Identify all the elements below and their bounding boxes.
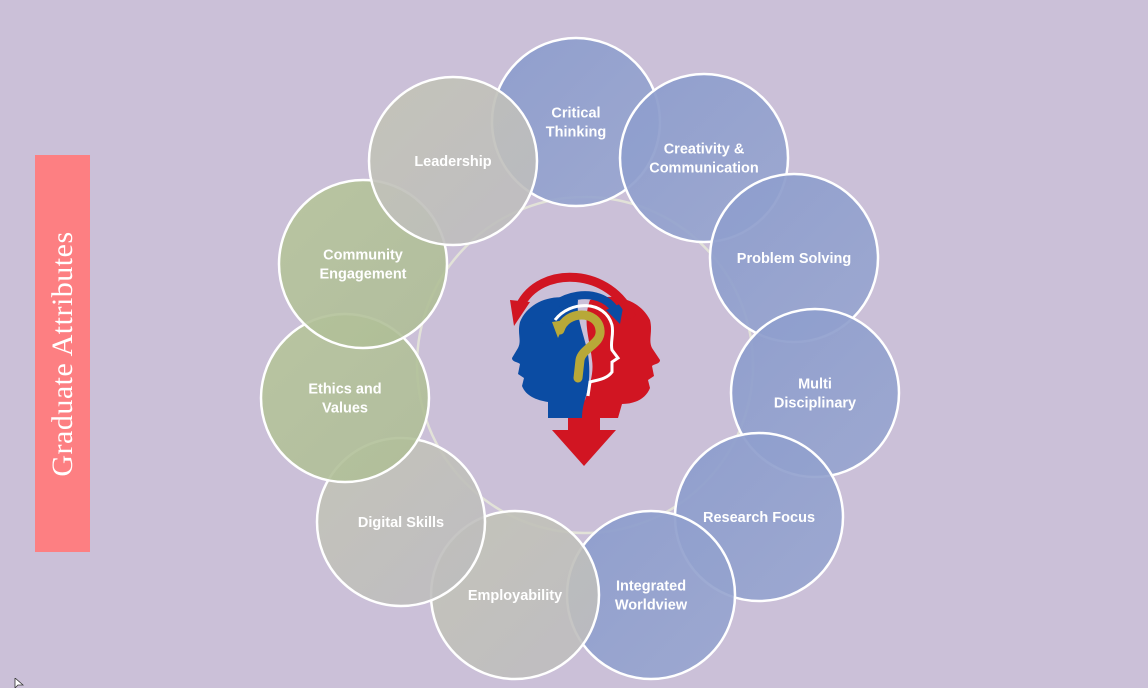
attribute-label-line: Problem Solving: [737, 251, 851, 267]
attribute-label-line: Values: [322, 401, 368, 417]
gold-swirl: [555, 310, 605, 383]
attribute-label-line: Digital Skills: [358, 515, 444, 531]
blue-arc-arrow: [536, 291, 619, 325]
attribute-label: Problem Solving: [737, 251, 851, 267]
attribute-label-line: Multi: [798, 377, 832, 393]
inner-outline: [553, 304, 621, 397]
attribute-leadership: Leadership: [367, 75, 539, 247]
red-head-shape: [552, 296, 660, 466]
attribute-label: Leadership: [414, 154, 491, 170]
attribute-label: Employability: [468, 588, 562, 604]
attribute-label-line: Leadership: [414, 154, 491, 170]
attribute-label-line: Employability: [468, 588, 562, 604]
attribute-label: Creativity & Communication: [649, 142, 759, 177]
attribute-label-line: Integrated: [616, 579, 686, 595]
attribute-label-line: Research Focus: [703, 510, 815, 526]
attribute-label-line: Community: [323, 248, 403, 264]
attribute-label: Digital Skills: [358, 515, 444, 531]
side-banner: Graduate Attributes: [35, 155, 90, 552]
cursor-arrow-icon: [14, 678, 24, 688]
red-arrow-head: [510, 300, 530, 326]
attribute-label-line: Disciplinary: [774, 396, 856, 412]
attribute-label-line: Critical: [551, 106, 600, 122]
attribute-label-line: Thinking: [546, 125, 606, 141]
red-arc-arrow: [515, 272, 637, 320]
two-heads-with-arrows-icon: [510, 272, 660, 466]
attribute-circle: [367, 75, 539, 247]
attribute-problem-solving: Problem Solving: [708, 172, 880, 344]
attribute-label-line: Worldview: [615, 598, 688, 614]
attribute-label-line: Engagement: [319, 267, 406, 283]
attribute-label-line: Communication: [649, 161, 759, 177]
attribute-label-line: Creativity &: [664, 142, 745, 158]
attribute-label: Research Focus: [703, 510, 815, 526]
blue-head-shape: [512, 297, 590, 418]
attribute-label-line: Ethics and: [308, 382, 381, 398]
blue-arrow-head: [606, 302, 624, 324]
gold-arrow-head: [552, 320, 566, 338]
